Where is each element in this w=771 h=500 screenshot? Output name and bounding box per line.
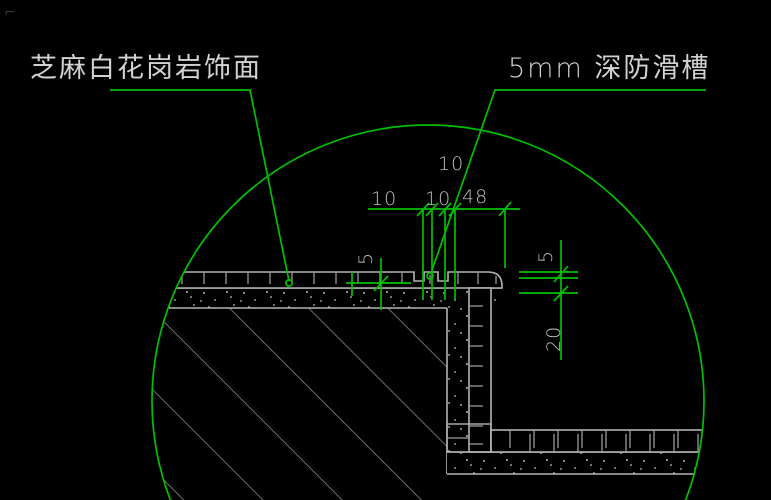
mortar-bed-lower <box>447 451 704 475</box>
dimension-label-5-left: 5 <box>355 251 377 265</box>
note-granite-facing: 芝麻白花岗岩饰面 <box>30 53 262 84</box>
dimension-label-5-right: 5 <box>535 249 557 263</box>
detail-circle <box>151 124 705 500</box>
dimension-label-48: 48 <box>462 186 489 208</box>
note-antislip-groove: 5mm 深防滑槽 <box>508 53 711 84</box>
dimension-label-10-left: 10 <box>371 188 398 210</box>
leader-right <box>426 89 706 280</box>
dimension-5-left <box>346 258 411 310</box>
corner-artifact: ⌐ <box>4 5 16 21</box>
annotation-layer <box>110 89 706 500</box>
dimension-label-10-mid: 10 <box>425 188 452 210</box>
dimension-label-10-top: 10 <box>438 153 465 175</box>
granite-riser <box>468 287 492 453</box>
dimension-chain-horizontal <box>368 201 520 300</box>
dimension-5-20-right <box>519 240 578 360</box>
detail-contents <box>152 271 704 500</box>
dimension-label-20: 20 <box>543 325 565 352</box>
granite-tread-top <box>152 271 503 289</box>
structural-core-hatch <box>152 308 447 500</box>
leader-left <box>110 89 294 288</box>
mortar-bed-riser <box>446 288 469 474</box>
